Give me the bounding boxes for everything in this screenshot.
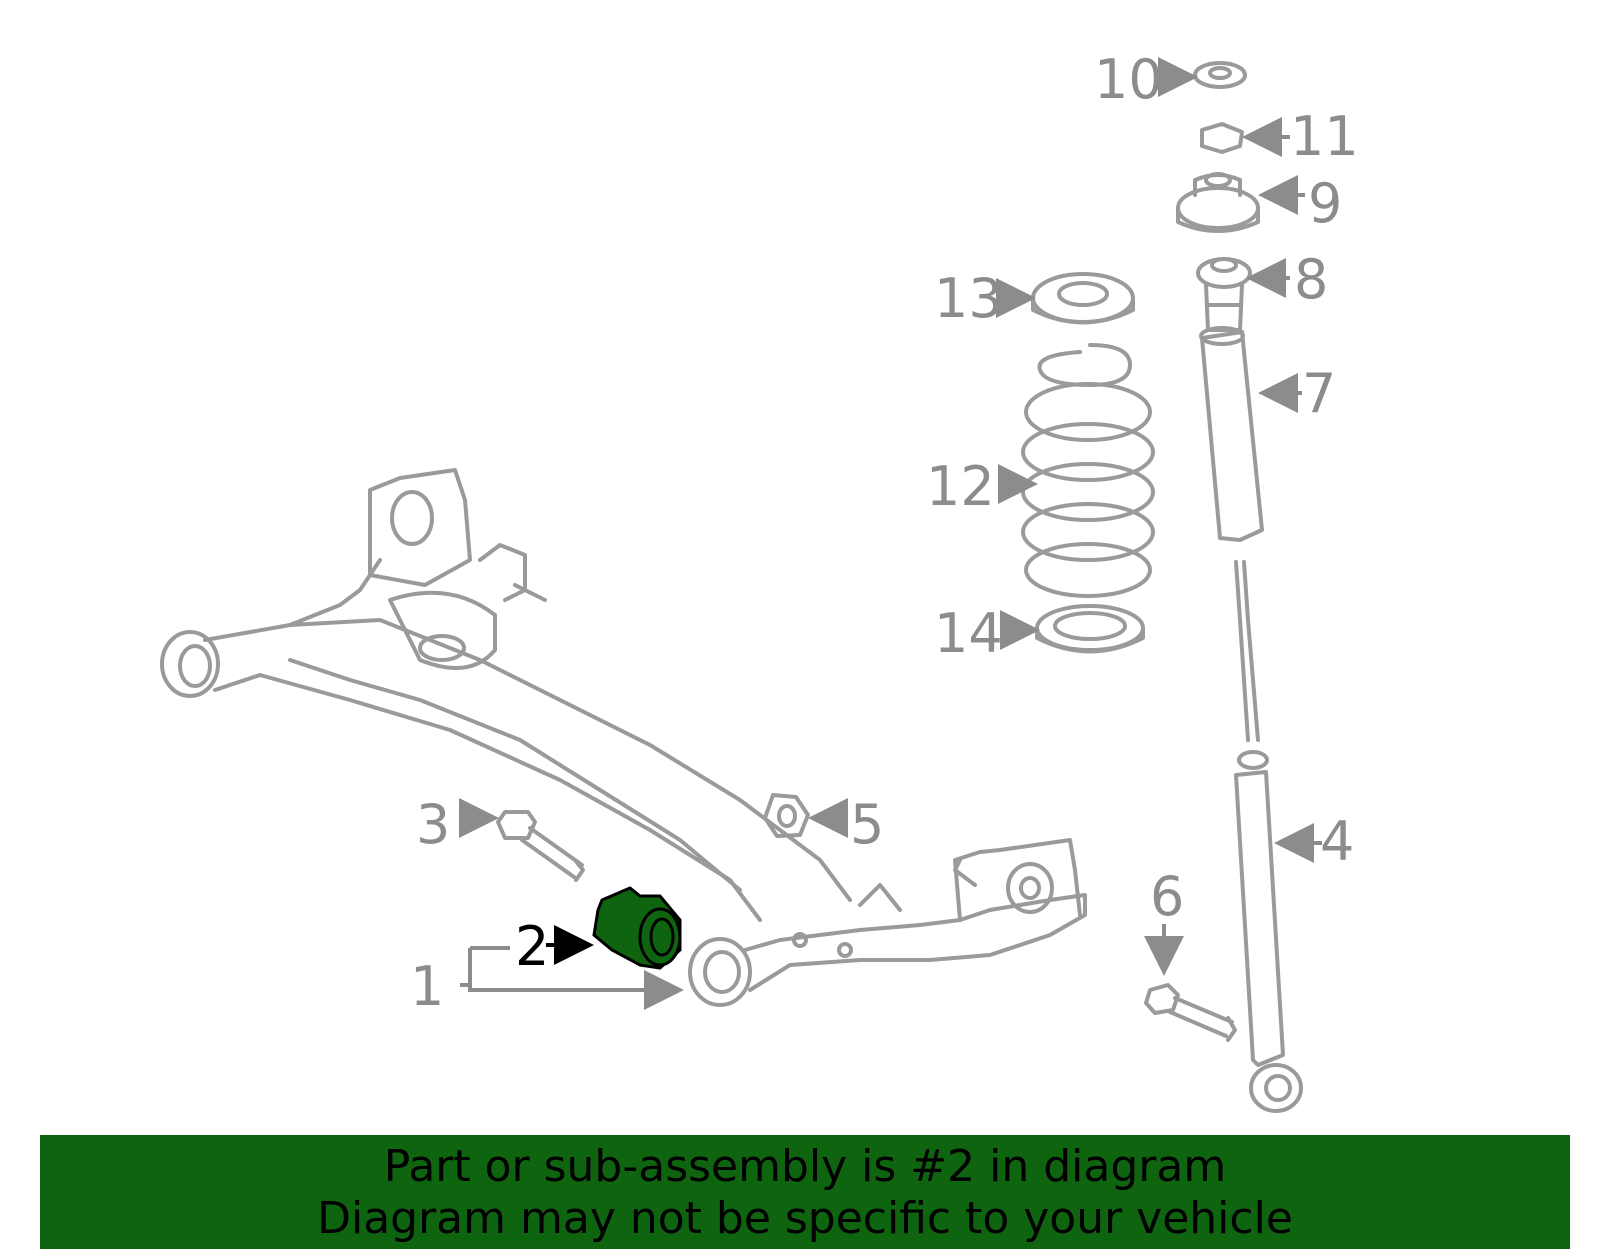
callout-11: 11 bbox=[1290, 105, 1359, 168]
axle-beam-part-1[interactable] bbox=[160, 468, 1087, 1007]
callout-13: 13 bbox=[934, 267, 1003, 330]
callout-8: 8 bbox=[1294, 248, 1328, 311]
callout-6: 6 bbox=[1150, 865, 1184, 928]
nut-part-11[interactable] bbox=[1200, 122, 1244, 154]
callout-9: 9 bbox=[1308, 172, 1342, 235]
callout-2: 2 bbox=[515, 915, 549, 978]
bushing-part-2-highlighted[interactable] bbox=[592, 886, 682, 970]
callout-3: 3 bbox=[416, 793, 450, 856]
callout-4: 4 bbox=[1320, 810, 1354, 873]
info-banner: Part or sub-assembly is #2 in diagram Di… bbox=[40, 1135, 1570, 1249]
callout-5: 5 bbox=[850, 793, 884, 856]
callout-1: 1 bbox=[410, 955, 444, 1018]
callout-14: 14 bbox=[934, 602, 1003, 665]
washer-part-10[interactable] bbox=[1193, 61, 1247, 89]
nut-part-5[interactable] bbox=[763, 793, 810, 838]
coil-spring-part-12[interactable] bbox=[1021, 343, 1155, 598]
spring-seat-part-13[interactable] bbox=[1031, 272, 1135, 325]
bolt-part-6[interactable] bbox=[1144, 983, 1237, 1042]
callout-12: 12 bbox=[926, 455, 995, 518]
shock-absorber-part-7[interactable] bbox=[1199, 326, 1264, 542]
leader-lines bbox=[459, 57, 1322, 990]
shock-absorber-part-4[interactable] bbox=[1234, 560, 1303, 1113]
spring-seat-part-14[interactable] bbox=[1035, 604, 1145, 654]
upper-mount-part-9[interactable] bbox=[1176, 172, 1260, 233]
callout-7: 7 bbox=[1302, 362, 1336, 425]
bolt-part-3[interactable] bbox=[496, 810, 585, 882]
suspension-parts-diagram: 1 2 3 4 5 6 7 8 9 10 11 12 13 14 bbox=[160, 48, 1359, 1113]
callout-10: 10 bbox=[1094, 48, 1163, 111]
banner-line-disclaimer: Diagram may not be specific to your vehi… bbox=[317, 1193, 1293, 1244]
bump-stop-part-8[interactable] bbox=[1196, 257, 1252, 332]
banner-line-part-number: Part or sub-assembly is #2 in diagram bbox=[383, 1141, 1227, 1192]
